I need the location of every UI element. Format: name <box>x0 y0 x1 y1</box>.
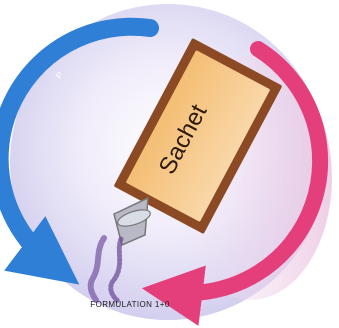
bottom-label: FORMULATION 1+0 <box>90 300 170 309</box>
